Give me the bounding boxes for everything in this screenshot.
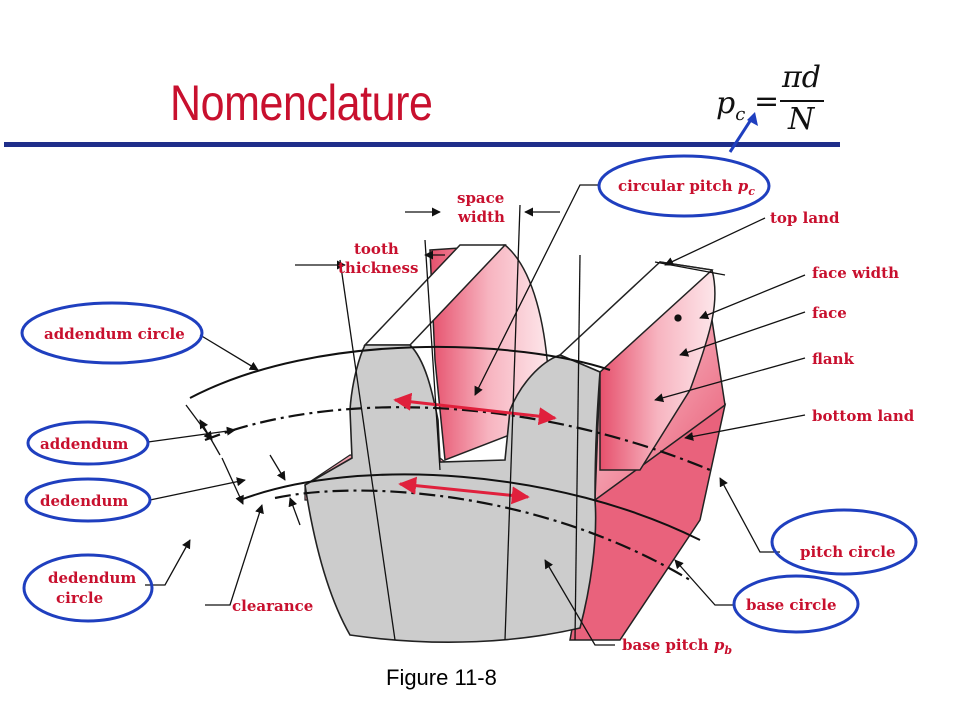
label-tooth-thickness-line2: thickness: [338, 259, 418, 277]
formula-fraction-bar: [780, 100, 824, 102]
label-dedendum: dedendum: [40, 492, 128, 510]
formula-pointer-arrow: [728, 117, 754, 153]
dimension-lines: [185, 204, 726, 641]
formula-equals: =: [754, 84, 780, 119]
label-face: face: [812, 304, 847, 322]
figure-caption: Figure 11-8: [386, 665, 497, 690]
highlight-dedendum-circle: [22, 553, 154, 623]
highlight-addendum: [26, 420, 150, 466]
label-pitch-circle: pitch circle: [800, 543, 896, 561]
label-circular-pitch: circular pitch pc: [618, 177, 755, 198]
formula-pointer-arrowhead: [747, 112, 758, 126]
formula-numerator: πd: [782, 60, 821, 95]
addendum-circle-arc: [189, 345, 611, 399]
page-title: Nomenclature: [170, 75, 433, 131]
label-top-land: top land: [770, 209, 840, 227]
highlight-dedendum: [24, 477, 152, 523]
formula-lhs: pc: [716, 86, 746, 125]
formula-denominator: N: [788, 102, 815, 137]
gear-body: [304, 244, 727, 643]
circular-pitch-arrow: [393, 392, 557, 426]
label-clearance: clearance: [232, 597, 313, 615]
label-flank: flank: [812, 350, 855, 368]
label-dedendum-circle-line1: dedendum: [48, 569, 136, 587]
highlight-ovals: [20, 154, 918, 634]
circular-pitch-formula: pc = πd N: [716, 60, 826, 140]
label-base-circle: base circle: [746, 596, 837, 614]
label-dedendum-circle-line2: circle: [56, 589, 103, 607]
label-space-width-line2: width: [457, 208, 505, 226]
label-space-width-line1: space: [457, 189, 504, 207]
label-face-width: face width: [812, 264, 899, 282]
label-bottom-land: bottom land: [812, 407, 915, 425]
highlight-pitch-circle: [770, 508, 918, 576]
highlight-base-circle: [732, 574, 860, 634]
label-base-pitch: base pitch pb: [622, 636, 732, 657]
highlight-circular-pitch: [597, 154, 771, 218]
leader-lines: [145, 184, 806, 646]
label-addendum-circle: addendum circle: [44, 325, 185, 343]
label-tooth-thickness-line1: tooth: [354, 240, 399, 258]
highlight-addendum-circle: [20, 301, 204, 365]
label-addendum: addendum: [40, 435, 129, 453]
title-underline: [4, 142, 840, 147]
base-pitch-arrow: [398, 476, 530, 505]
